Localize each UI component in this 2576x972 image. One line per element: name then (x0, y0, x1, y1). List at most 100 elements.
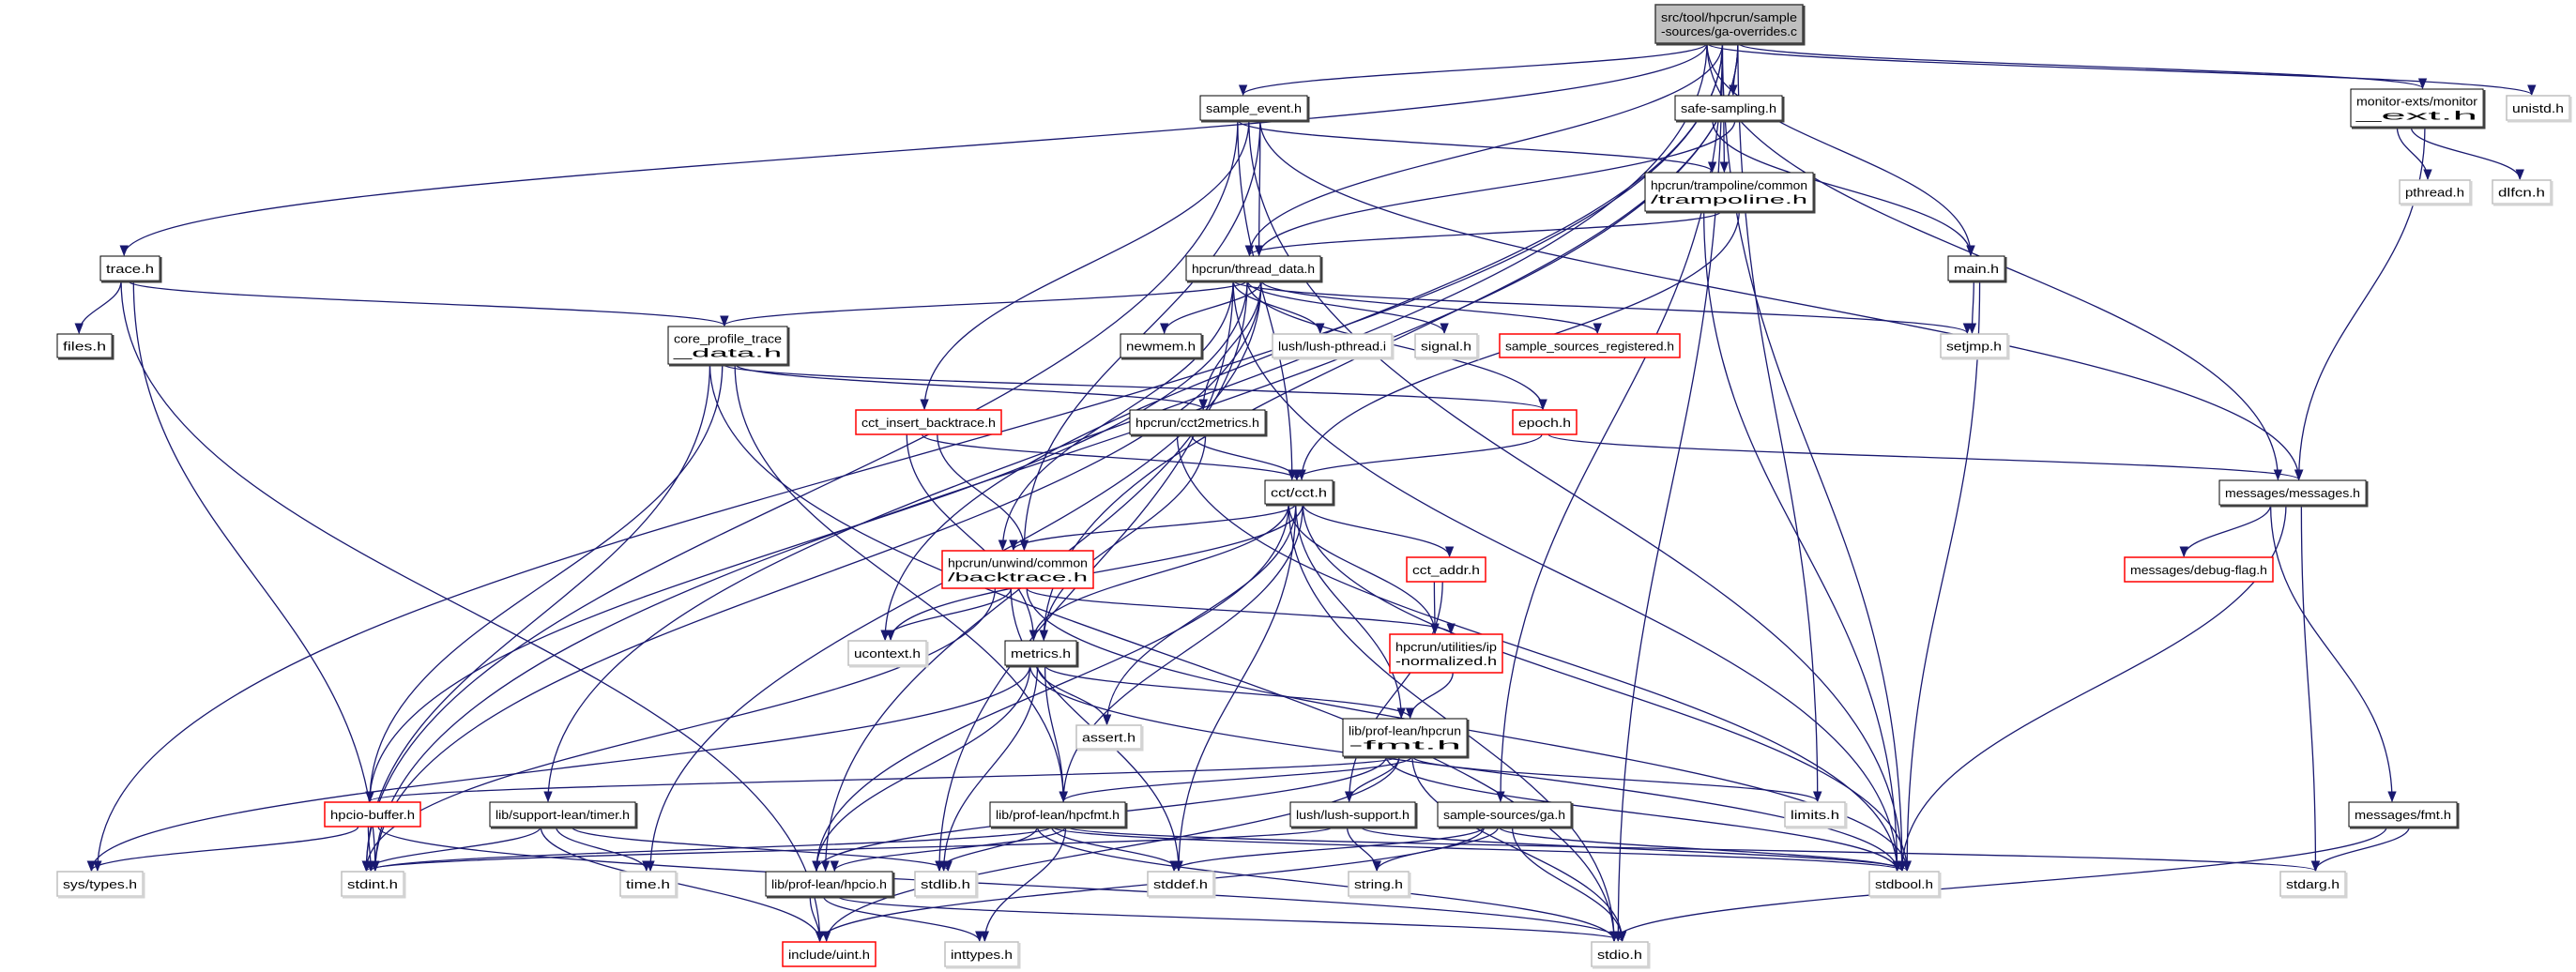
node-epoch[interactable]: epoch.h (1512, 409, 1578, 435)
node-lush_pthread[interactable]: lush/lush-pthread.i (1272, 333, 1395, 360)
node-timer[interactable]: lib/support-lean/timer.h (489, 801, 638, 829)
node-safe[interactable]: safe-sampling.h (1674, 95, 1785, 123)
node-label: epoch.h (1518, 416, 1571, 430)
node-systypes[interactable]: sys/types.h (56, 871, 145, 899)
edge-root-to-stdbool (1721, 42, 1907, 873)
node-messages[interactable]: messages/messages.h (2218, 479, 2369, 508)
node-cct2metrics[interactable]: hpcrun/cct2metrics.h (1129, 409, 1268, 437)
edge-cct-to-backtrace (1009, 503, 1297, 552)
edge-ga-to-stddef (1169, 826, 1486, 873)
node-shadow (2401, 181, 2473, 206)
edge-backtrace-to-ucontext (880, 587, 1012, 642)
node-label: lush/lush-support.h (1296, 808, 1410, 822)
node-thread_data[interactable]: hpcrun/thread_data.h (1185, 255, 1323, 283)
node-box (782, 941, 876, 967)
node-pthread[interactable]: pthread.h (2399, 179, 2473, 206)
node-core[interactable]: core_profile_trace_data.h (667, 326, 790, 367)
edge-root-to-monitor (1737, 42, 2427, 90)
node-box (1868, 871, 1940, 897)
node-hpcio[interactable]: lib/prof-lean/hpcio.h (765, 871, 895, 899)
node-label: -normalized.h (1395, 654, 1497, 668)
node-uint[interactable]: include/uint.h (782, 941, 876, 967)
node-label: ucontext.h (854, 646, 921, 661)
node-fmt[interactable]: messages/fmt.h (2348, 801, 2460, 829)
node-label: hpcio-buffer.h (330, 808, 415, 822)
node-sample_event[interactable]: sample_event.h (1199, 95, 1310, 123)
node-box (1654, 4, 1804, 44)
edge-root-to-trace (119, 42, 1708, 257)
edge-root-to-timer (543, 42, 1708, 803)
node-shadow (946, 943, 1021, 969)
edge-hpcio-to-stdio (835, 895, 1626, 943)
node-shadow (1786, 803, 1848, 829)
node-box (944, 941, 1019, 967)
node-stdbool[interactable]: stdbool.h (1868, 871, 1942, 899)
node-box (941, 550, 1094, 589)
node-assert[interactable]: assert.h (1075, 724, 1144, 752)
node-stdarg[interactable]: stdarg.h (2279, 871, 2348, 899)
node-monitor[interactable]: monitor-exts/monitor_ext.h (2350, 88, 2486, 129)
node-dlfcn[interactable]: dlfcn.h (2492, 179, 2553, 206)
node-ssreg[interactable]: sample_sources_registered.h (1499, 333, 1681, 358)
node-stddef[interactable]: stddef.h (1147, 871, 1216, 899)
node-label: lib/support-lean/timer.h (495, 808, 630, 822)
edge-cct-to-stddef (1174, 503, 1297, 873)
node-trampoline[interactable]: hpcrun/trampoline/common/trampoline.h (1644, 172, 1816, 214)
node-unistd[interactable]: unistd.h (2506, 95, 2572, 123)
edge-epoch-to-cct (1292, 433, 1543, 481)
node-cct_insert[interactable]: cct_insert_backtrace.h (855, 409, 1002, 435)
edge-trace-to-uint (120, 280, 825, 943)
node-trace[interactable]: trace.h (99, 255, 162, 283)
edge-thread_data-to-signal (1246, 280, 1449, 335)
node-label: time.h (626, 877, 670, 891)
edge-cct_insert-to-cct (921, 433, 1302, 481)
node-shadow (1266, 481, 1335, 507)
node-hpcfmt[interactable]: lib/prof-lean/hpcfmt.h (989, 801, 1128, 829)
node-label: inttypes.h (951, 948, 1013, 962)
edge-cct_insert-to-metrics (906, 433, 1039, 642)
edge-safe-to-thread_data (1255, 119, 1736, 257)
node-backtrace[interactable]: hpcrun/unwind/common/backtrace.h (941, 550, 1094, 589)
node-label: cct_addr.h (1412, 563, 1480, 577)
node-time[interactable]: time.h (619, 871, 678, 899)
node-shadow (343, 873, 406, 899)
edge-cct-to-ucontext (886, 503, 1303, 642)
node-label: stddef.h (1153, 877, 1208, 891)
node-main[interactable]: main.h (1947, 255, 2007, 283)
node-debugflag[interactable]: messages/debug-flag.h (2124, 556, 2274, 583)
node-signal[interactable]: signal.h (1414, 333, 1480, 360)
node-hpcrunfmt[interactable]: lib/prof-lean/hpcrun-fmt.h (1342, 718, 1470, 759)
node-string[interactable]: string.h (1348, 871, 1411, 899)
node-limits[interactable]: limits.h (1784, 801, 1848, 829)
node-inttypes[interactable]: inttypes.h (944, 941, 1021, 969)
node-ga[interactable]: sample-sources/ga.h (1437, 801, 1574, 829)
edge-core-to-hpcio_buffer (365, 363, 724, 803)
edge-lush_support-to-string (1346, 826, 1381, 873)
edge-messages-to-debugflag (2179, 504, 2272, 558)
node-cct_addr[interactable]: cct_addr.h (1406, 556, 1486, 583)
node-newmem[interactable]: newmem.h (1120, 333, 1204, 360)
node-stdlib[interactable]: stdlib.h (914, 871, 979, 899)
edge-cct_addr-to-lush_support (1345, 581, 1443, 803)
node-cct[interactable]: cct/cct.h (1264, 479, 1335, 507)
edge-timer-to-stdlib (571, 826, 953, 873)
node-label: files.h (63, 340, 106, 354)
node-files[interactable]: files.h (56, 333, 114, 360)
node-label: assert.h (1082, 731, 1136, 745)
node-root[interactable]: src/tool/hpcrun/sample-sources/ga-overri… (1654, 4, 1806, 46)
node-ucontext[interactable]: ucontext.h (847, 640, 929, 668)
node-label: lib/prof-lean/hpcio.h (771, 877, 887, 891)
node-stdint[interactable]: stdint.h (341, 871, 406, 899)
node-ipnorm[interactable]: hpcrun/utilities/ip-normalized.h (1389, 633, 1503, 674)
node-label: stdint.h (347, 877, 398, 891)
node-box (1940, 333, 2008, 358)
node-setjmp[interactable]: setjmp.h (1940, 333, 2010, 360)
node-lush_support[interactable]: lush/lush-support.h (1289, 801, 1418, 829)
node-metrics[interactable]: metrics.h (1004, 640, 1079, 668)
edge-messages-to-fmt (2269, 504, 2397, 803)
node-hpcio_buffer[interactable]: hpcio-buffer.h (324, 801, 421, 828)
node-label: messages/debug-flag.h (2130, 563, 2267, 577)
node-box (1185, 255, 1321, 281)
node-stdio[interactable]: stdio.h (1591, 941, 1651, 969)
